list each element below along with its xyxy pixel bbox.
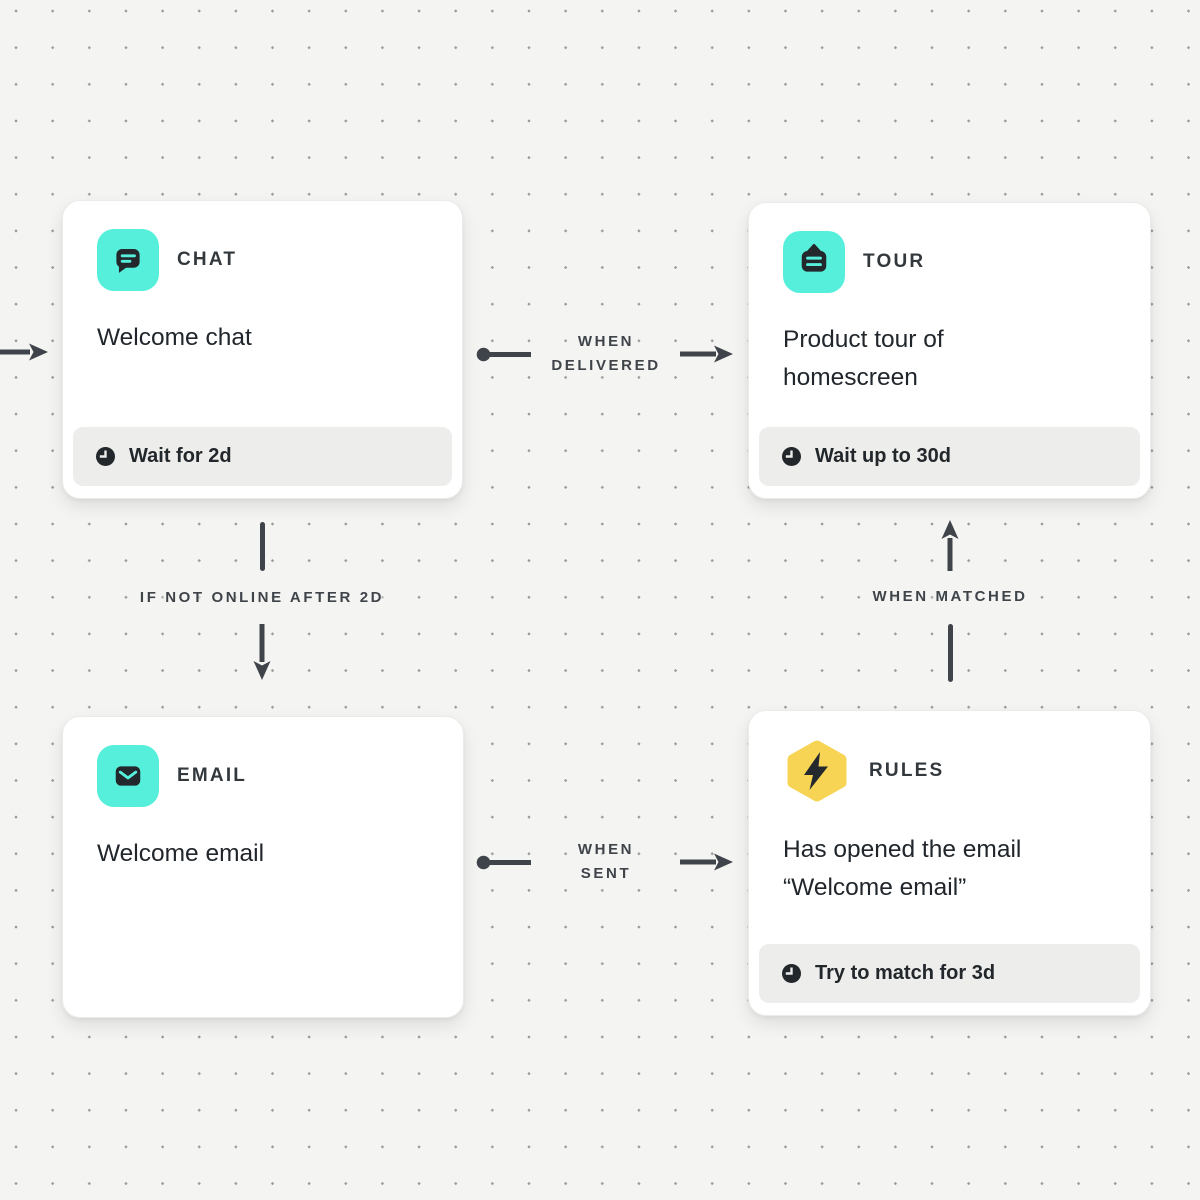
chat-bubble-icon: [97, 229, 159, 291]
if-not-online-connector-arrow: [253, 624, 271, 680]
card-header: RULES: [783, 739, 1116, 803]
when-sent-connector-arrow: [680, 853, 733, 871]
node-card-rules[interactable]: RULES Has opened the email “Welcome emai…: [748, 710, 1151, 1016]
entry-arrow: [0, 343, 48, 361]
node-title: Product tour of homescreen: [783, 326, 944, 391]
when-matched-connector-start: [947, 624, 953, 682]
tour-signpost-icon: [783, 231, 845, 293]
lightning-bolt-icon: [783, 739, 851, 803]
node-type-label: EMAIL: [177, 765, 248, 786]
wait-badge-text: Wait for 2d: [129, 445, 232, 467]
if-not-online-label: IF NOT ONLINE AFTER 2D: [139, 589, 385, 606]
node-type-label: TOUR: [863, 251, 926, 272]
node-card-email[interactable]: EMAIL Welcome email: [62, 716, 464, 1018]
when-sent-connector-start: [476, 855, 531, 870]
node-type-label: CHAT: [177, 249, 238, 270]
wait-badge-text: Wait up to 30d: [815, 445, 951, 467]
node-card-tour[interactable]: TOUR Product tour of homescreen Wait up …: [748, 202, 1151, 499]
wait-badge: Wait up to 30d: [759, 427, 1140, 486]
when-sent-label: WHEN SENT: [577, 841, 635, 882]
card-header: EMAIL: [97, 745, 429, 807]
when-matched-connector-arrow: [941, 520, 959, 571]
card-header: CHAT: [97, 229, 428, 291]
envelope-icon: [97, 745, 159, 807]
when-matched-label: WHEN MATCHED: [872, 588, 1028, 605]
node-card-chat[interactable]: CHAT Welcome chat Wait for 2d: [62, 200, 463, 499]
clock-icon: [782, 447, 801, 466]
node-type-label: RULES: [869, 760, 945, 781]
clock-icon: [782, 964, 801, 983]
wait-badge-text: Try to match for 3d: [815, 962, 996, 984]
node-title: Welcome chat: [97, 324, 252, 351]
clock-icon: [96, 447, 115, 466]
node-title: Has opened the email “Welcome email”: [783, 836, 1022, 901]
when-delivered-connector-start: [476, 347, 531, 362]
if-not-online-connector-start: [259, 522, 265, 571]
when-delivered-label: WHEN DELIVERED: [551, 333, 661, 374]
wait-badge: Try to match for 3d: [759, 944, 1140, 1003]
card-header: TOUR: [783, 231, 1116, 293]
node-title: Welcome email: [97, 840, 265, 867]
when-delivered-connector-arrow: [680, 345, 733, 363]
wait-badge: Wait for 2d: [73, 427, 452, 486]
